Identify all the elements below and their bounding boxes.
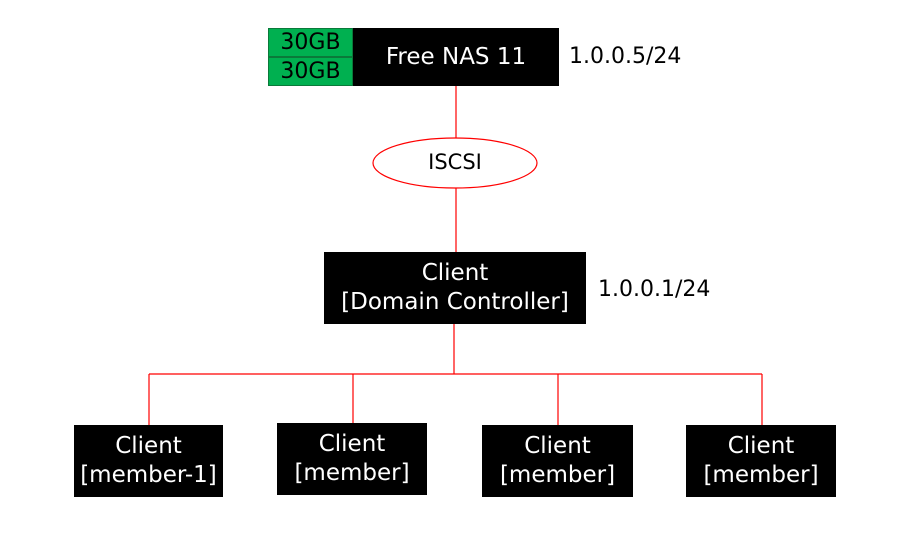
member-box-2: Client [member]: [277, 423, 427, 495]
member-4-line1: Client: [727, 433, 795, 459]
nas-box: Free NAS 11: [353, 28, 559, 86]
member-4-line2: [member]: [703, 462, 819, 488]
member-2-line2: [member]: [294, 460, 410, 486]
controller-line2: [Domain Controller]: [341, 289, 569, 315]
member-3-line2: [member]: [499, 462, 616, 488]
member-1-line2: [member-1]: [80, 462, 217, 488]
iscsi-ellipse: [372, 137, 538, 189]
nas-ip: 1.0.0.5/24: [569, 44, 682, 69]
member-box-4: Client [member]: [686, 425, 836, 497]
domain-controller-box: Client [Domain Controller]: [324, 252, 586, 324]
member-box-3: Client [member]: [482, 425, 633, 497]
member-2-line1: Client: [318, 431, 386, 457]
controller-ip: 1.0.0.1/24: [598, 277, 711, 302]
disk-2: 30GB: [268, 57, 353, 86]
controller-line1: Client: [421, 260, 489, 286]
disk-1: 30GB: [268, 28, 353, 57]
member-box-1: Client [member-1]: [74, 425, 223, 497]
member-3-line1: Client: [524, 433, 591, 459]
nas-title: Free NAS 11: [385, 43, 527, 70]
iscsi-label: ISCSI: [428, 150, 482, 174]
member-1-line1: Client: [115, 433, 182, 459]
